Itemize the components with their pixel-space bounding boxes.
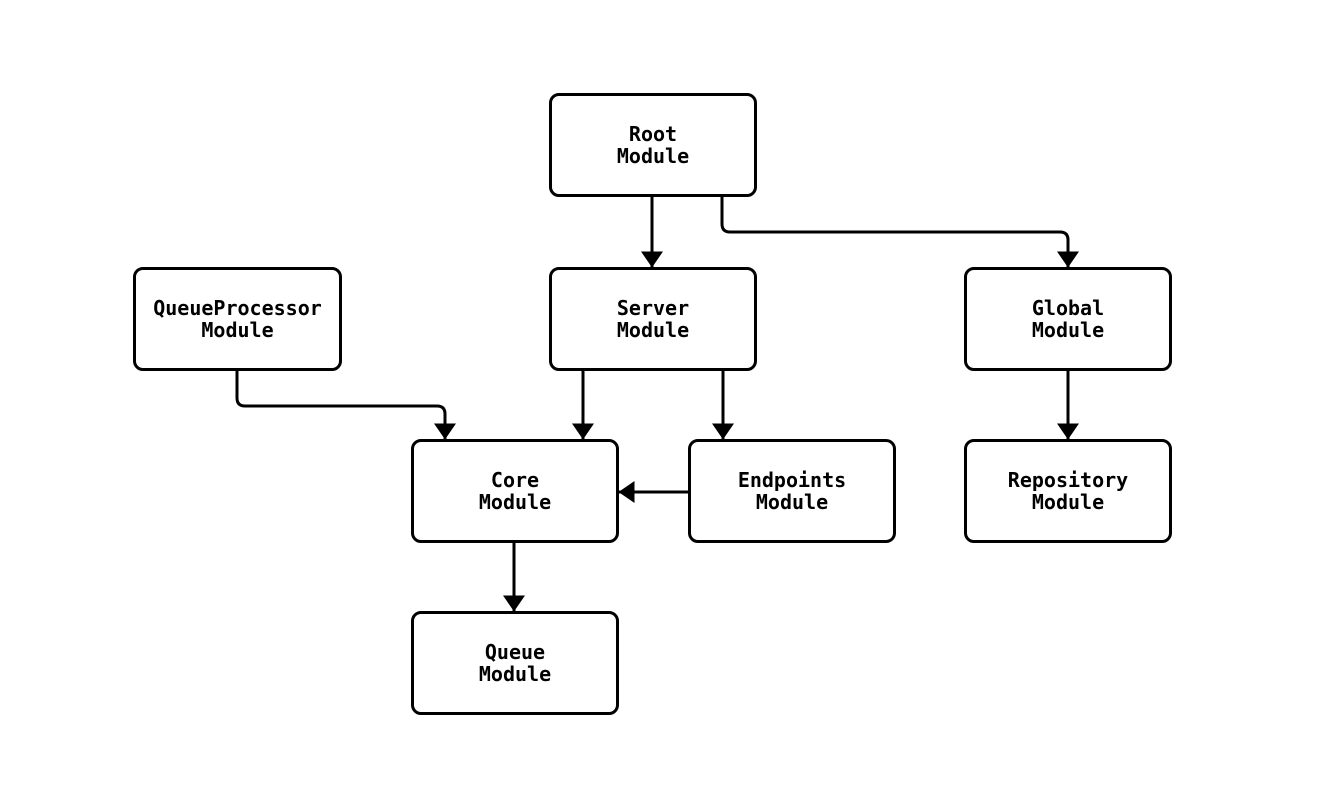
node-label-line: Server (616, 296, 690, 320)
node-label-line: Global (1031, 296, 1105, 320)
node-label-line: Core (490, 468, 540, 492)
node-label-line: Module (616, 318, 690, 342)
node-label-line: Module (1031, 490, 1105, 514)
node-endpoints-module: Endpoints Module (688, 439, 896, 543)
node-server-module: Server Module (549, 267, 757, 371)
node-label-line: Module (201, 318, 274, 342)
node-root-module: Root Module (549, 93, 757, 197)
node-label-line: Module (616, 144, 690, 168)
node-label-line: Module (755, 490, 829, 514)
edge-queueprocessor-to-core (235, 371, 456, 440)
node-queue-module: Queue Module (411, 611, 619, 715)
node-repository-module: Repository Module (964, 439, 1172, 543)
node-label-line: Repository (1007, 468, 1129, 492)
node-label-line: Module (478, 662, 552, 686)
node-label-line: QueueProcessor (153, 296, 322, 320)
node-core-module: Core Module (411, 439, 619, 543)
node-global-module: Global Module (964, 267, 1172, 371)
node-label-line: Root (628, 122, 678, 146)
edge-root-to-global (720, 197, 1079, 268)
node-label-line: Queue (484, 640, 546, 664)
node-label-line: Endpoints (737, 468, 847, 492)
node-queueprocessor-module: QueueProcessor Module (133, 267, 342, 371)
node-label-line: Module (1031, 318, 1105, 342)
node-label-line: Module (478, 490, 552, 514)
